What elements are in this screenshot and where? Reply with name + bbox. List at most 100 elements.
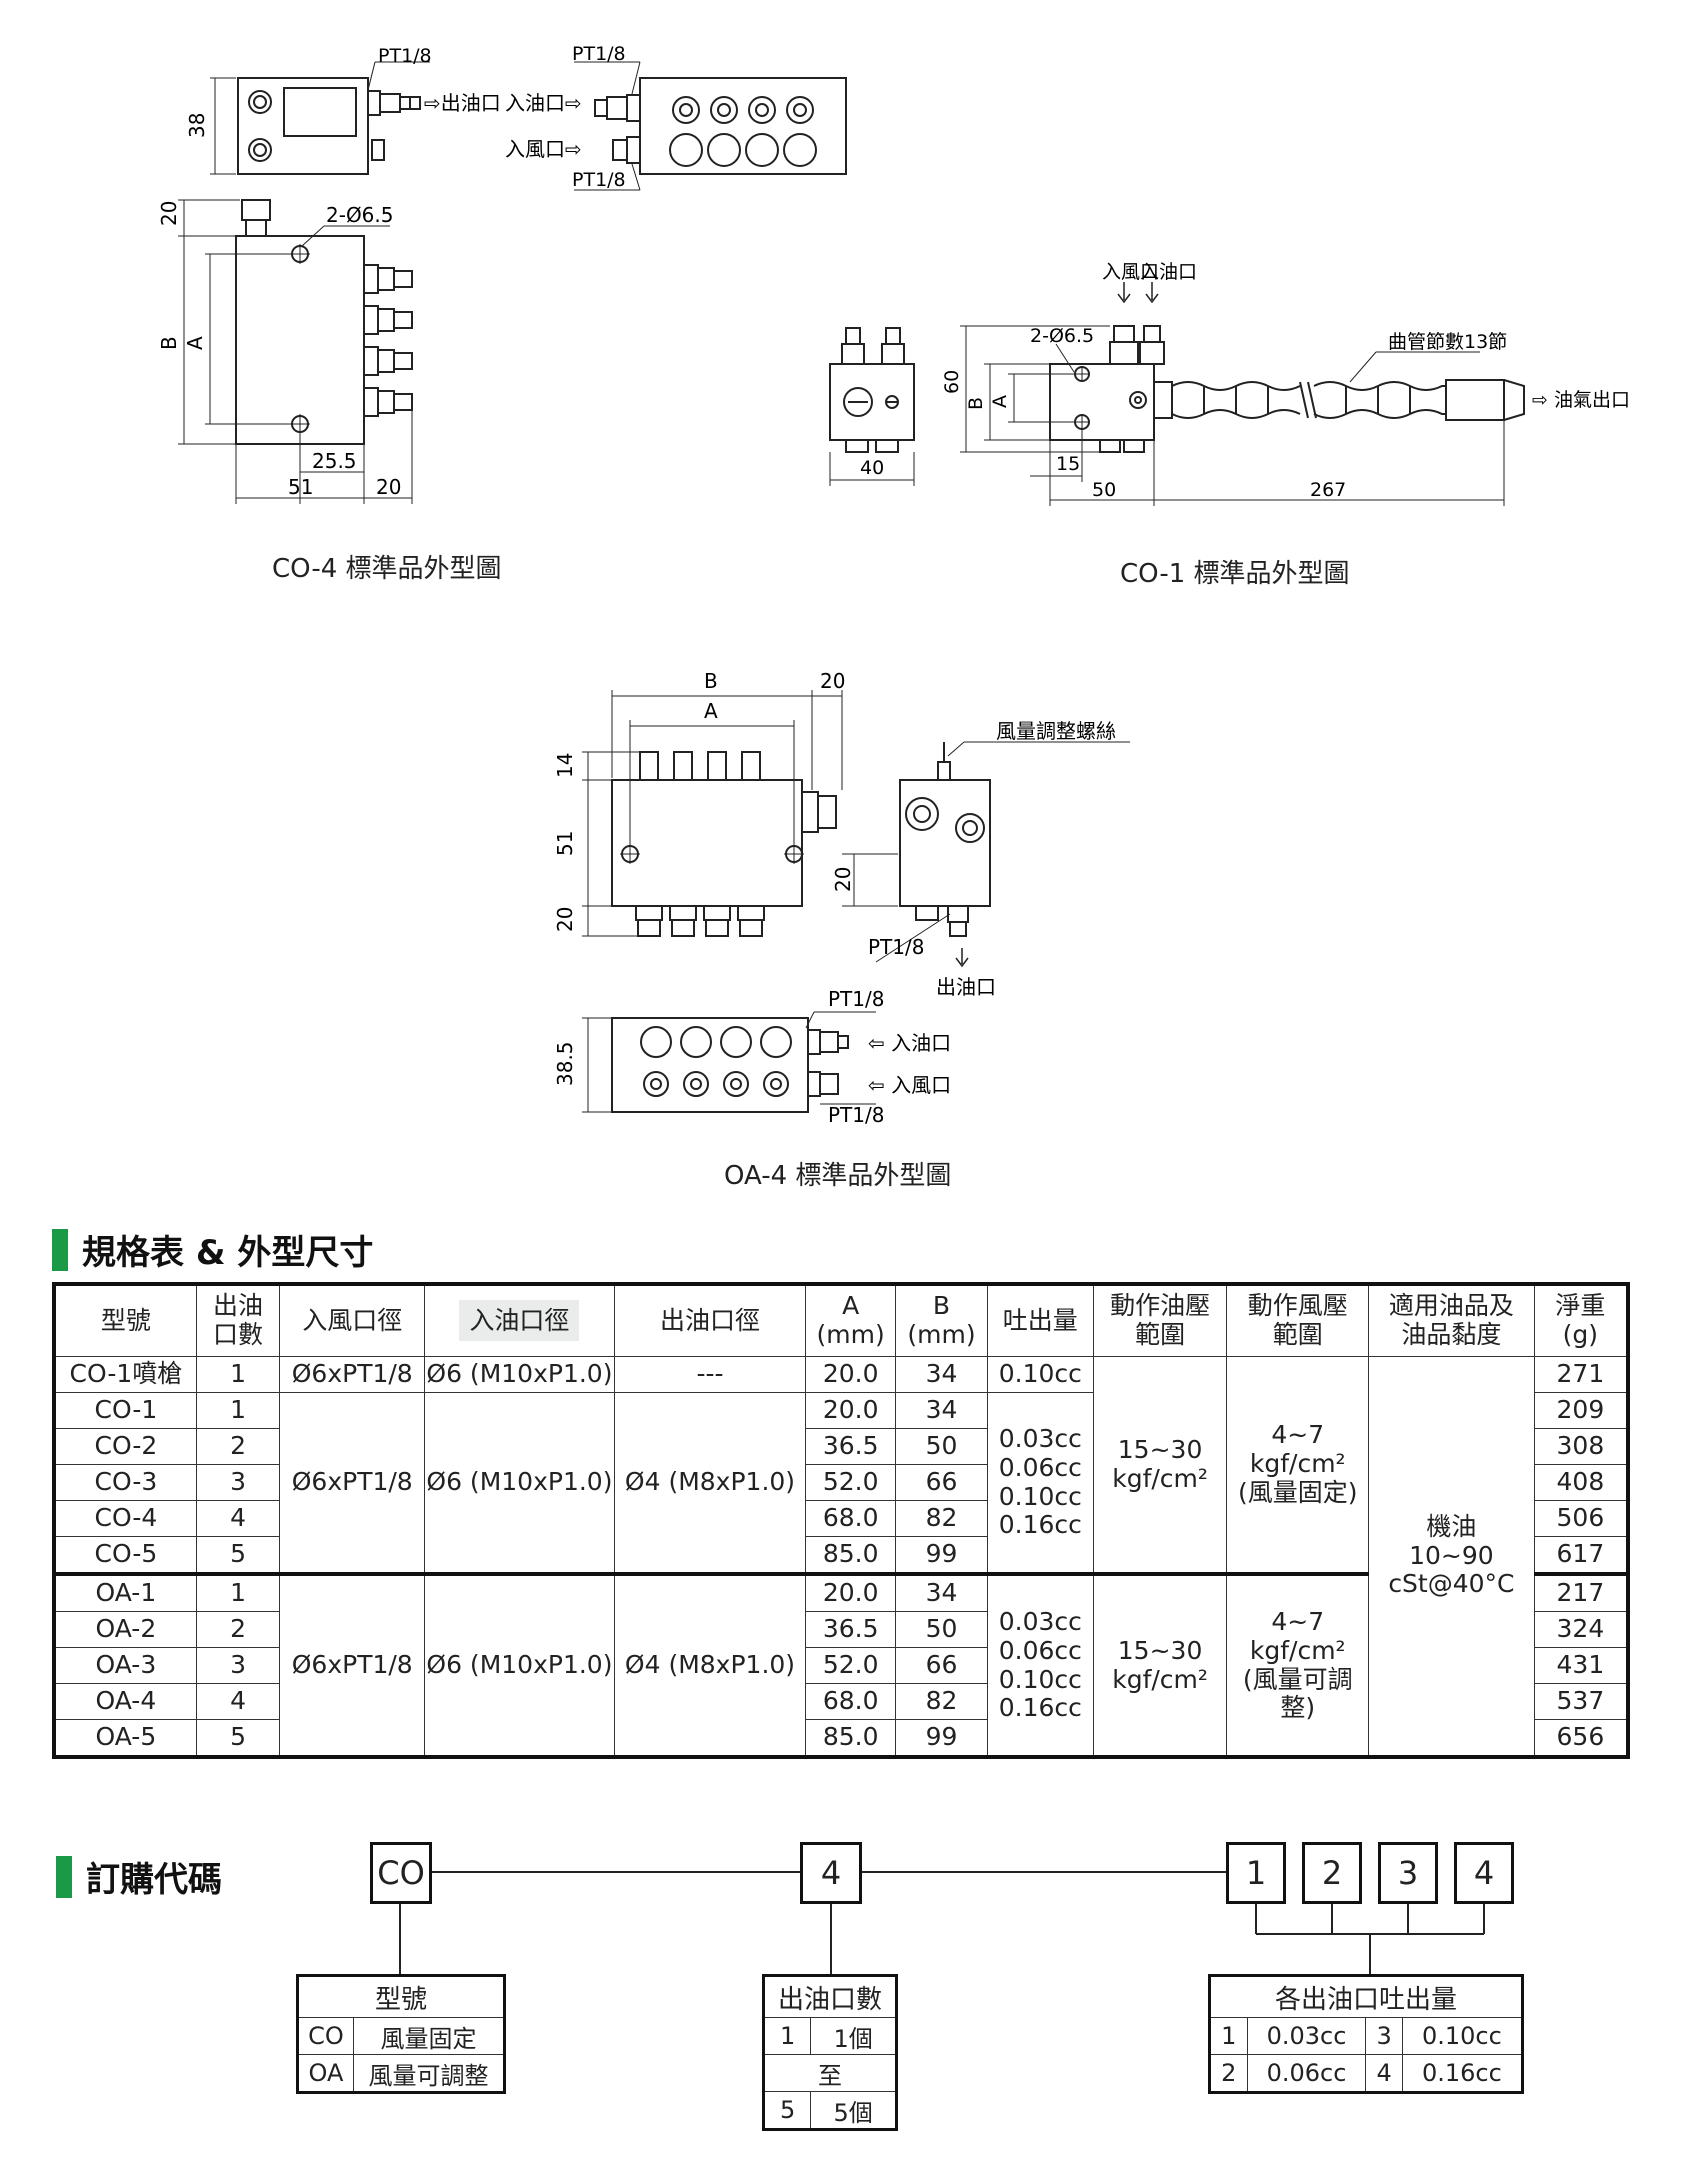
oa4-out-port-label: 出油口 [936,975,996,999]
co4-dim-20-top: 20 [157,201,181,226]
header-model: 型號 [53,1283,197,1357]
order-count-desc: 1個 [810,2017,897,2055]
co4-dim-hole: 2-Ø6.5 [326,203,394,227]
co4-drawing: PT1/8 ⇨出油口 38 20 2-Ø6.5 B A 25.5 51 20 [157,45,501,504]
cell-a: 52.0 [805,1647,897,1684]
co1-caption: CO-1 標準品外型圖 [1120,559,1350,589]
cell-weight: 217 [1533,1572,1629,1612]
cell-b: 82 [895,1500,988,1537]
cell-a: 85.0 [805,1719,897,1758]
order-count-code: 5 [762,2091,812,2130]
co4-top-right-view: PT1/8 入油口⇨ 入風口⇨ PT1/8 [505,43,847,191]
oa4-dim-20-top: 20 [820,669,845,693]
co4-out-port-label: ⇨出油口 [424,91,501,115]
table-row: CO-1 1 Ø6xPT1/8 Ø6 (M10xP1.0) Ø4 (M8xP1.… [53,1392,1629,1575]
co1-dim-60: 60 [941,370,963,394]
spec-section-header: 規格表 & 外型尺寸 [52,1225,373,1274]
cell-discharge: 0.10cc [986,1356,1094,1393]
oa4-caption: OA-4 標準品外型圖 [724,1161,952,1191]
table-row: CO-2 2 36.5 50 308 [53,1428,1629,1465]
cell-model: OA-4 [53,1683,197,1720]
table-row: CO-3 3 52.0 66 408 [53,1464,1629,1501]
oa4-air-screw-label: 風量調整螺絲 [996,719,1116,743]
cell-model: CO-1 [53,1392,197,1429]
order-code-digit-4-box: 4 [1454,1842,1514,1904]
cell-weight: 308 [1533,1428,1629,1465]
cell-weight: 431 [1533,1647,1629,1684]
cell-weight: 537 [1533,1683,1629,1720]
cell-model: OA-5 [53,1719,197,1758]
cell-a: 68.0 [805,1500,897,1537]
cell-outlets: 2 [195,1611,281,1648]
cell-outlets: 5 [195,1719,281,1758]
cell-co-discharge: 0.03cc 0.06cc 0.10cc 0.16cc [986,1392,1094,1575]
cell-weight: 617 [1533,1536,1629,1575]
table-row: CO-4 4 68.0 82 506 [53,1500,1629,1537]
oa4-dim-20-side: 20 [831,867,855,892]
oa4-in-air-label: ⇦ 入風口 [868,1073,951,1097]
cell-model: OA-1 [53,1572,197,1612]
cell-b: 66 [895,1464,988,1501]
cell-co-oil-out: Ø4 (M8xP1.0) [613,1392,807,1575]
oa4-in-oil-label: ⇦ 入油口 [868,1031,951,1055]
co1-dim-40: 40 [860,457,884,479]
cell-b: 66 [895,1647,988,1684]
cell-outlets: 4 [195,1683,281,1720]
order-code-model-box: CO [370,1842,432,1904]
order-discharge-value: 0.10cc [1401,2017,1524,2055]
order-discharge-title: 各出油口吐出量 [1209,1975,1523,2018]
co1-hole-label: 2-Ø6.5 [1030,325,1094,347]
cell-outlets: 1 [195,1356,281,1393]
order-discharge-code: 3 [1365,2017,1403,2055]
co1-dim-a: A [989,395,1011,408]
oa4-dim-b: B [704,669,718,693]
order-count-range: 至 [763,2054,897,2092]
cell-outlets: 3 [195,1647,281,1684]
oa4-pt-top: PT1/8 [828,987,884,1011]
cell-outlets: 1 [195,1572,281,1612]
cell-oa-air-in: Ø6xPT1/8 [279,1572,426,1758]
co4-in-oil-label: 入油口⇨ [505,91,582,115]
header-a: A (mm) [805,1283,897,1357]
order-model-title: 型號 [297,1975,505,2018]
order-code-digit-2-box: 2 [1302,1842,1362,1904]
header-b: B (mm) [895,1283,988,1357]
order-discharge-value: 0.03cc [1246,2017,1367,2055]
order-discharge-code: 2 [1209,2054,1248,2093]
co1-oil-mist-out-label: ⇨ 油氣出口 [1532,389,1630,411]
header-weight: 淨重 (g) [1533,1283,1629,1357]
table-row: OA-2 2 36.5 50 324 [53,1611,1629,1648]
table-row: CO-1噴槍 1 Ø6xPT1/8 Ø6 (M10xP1.0) --- 20.0… [53,1356,1629,1758]
order-section-title: 訂購代碼 [86,1860,222,1900]
cell-b: 34 [895,1392,988,1429]
cell-model: OA-2 [53,1611,197,1648]
cell-a: 20.0 [805,1572,897,1612]
order-count-title: 出油口數 [763,1975,897,2018]
co1-dim-15: 15 [1056,453,1080,475]
oa4-pt-bottom: PT1/8 [828,1103,884,1127]
oa4-drawing: B 20 A 14 51 20 20 38.5 風量調整螺絲 PT1/8 出油口… [553,669,1130,1127]
cell-model: CO-2 [53,1428,197,1465]
cell-model: CO-4 [53,1500,197,1537]
section-marker [52,1228,68,1271]
table-row: OA-4 4 68.0 82 537 [53,1683,1629,1720]
cell-model: CO-3 [53,1464,197,1501]
cell-a: 36.5 [805,1428,897,1465]
co4-dim-25-5: 25.5 [312,449,357,473]
order-discharge-code: 1 [1209,2017,1248,2055]
cell-model: CO-5 [53,1536,197,1575]
cell-b: 99 [895,1536,988,1575]
cell-outlets: 2 [195,1428,281,1465]
table-row: OA-5 5 85.0 99 656 [53,1719,1629,1758]
cell-b: 50 [895,1611,988,1648]
cell-a: 85.0 [805,1536,897,1575]
co4-dim-51: 51 [288,475,313,499]
order-model-code: OA [297,2054,354,2093]
cell-weight: 656 [1533,1719,1629,1758]
header-discharge: 吐出量 [986,1283,1094,1357]
oa4-dim-a: A [704,699,718,723]
cell-oil-out: --- [613,1356,807,1393]
cell-b: 82 [895,1683,988,1720]
order-code-count-box: 4 [800,1842,862,1904]
cell-weight: 324 [1533,1611,1629,1648]
